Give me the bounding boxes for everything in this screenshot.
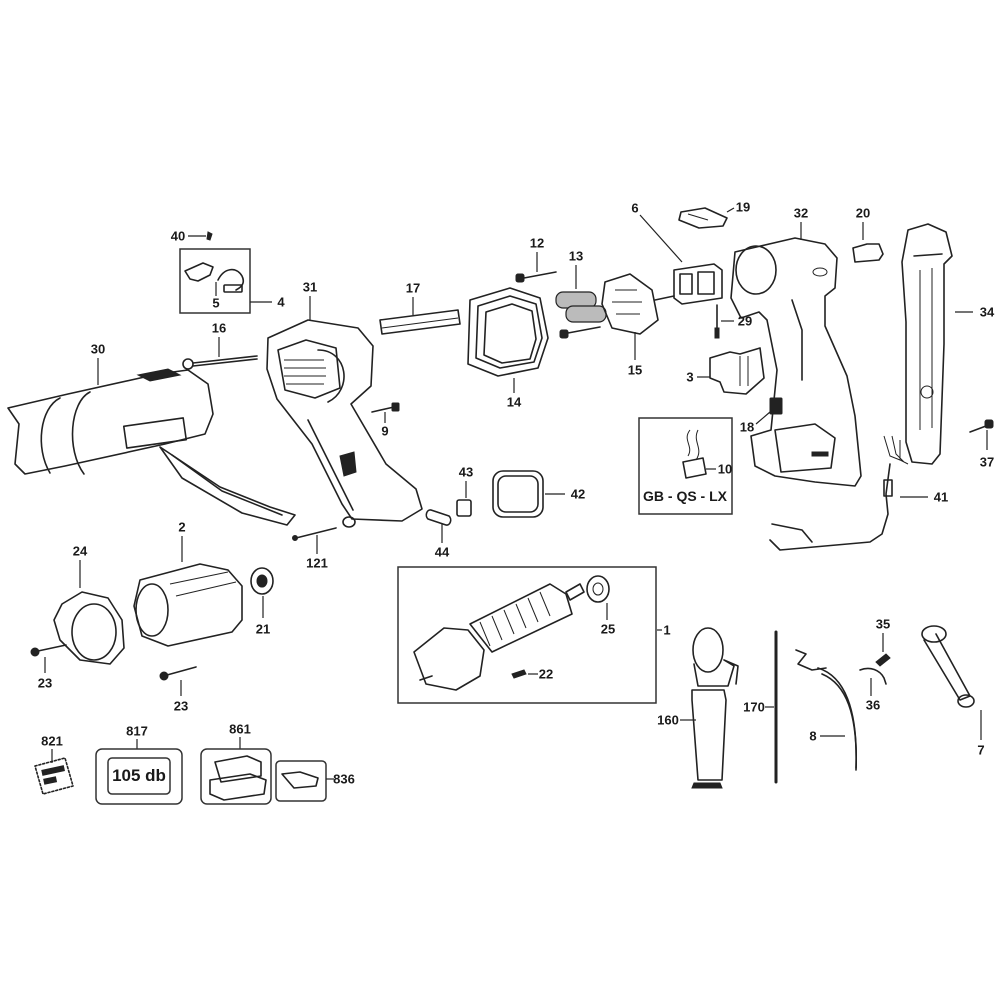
part-170-depth-rod: [765, 630, 778, 784]
part-30-gear-housing: [7, 358, 296, 526]
part-label-34: 34: [979, 304, 995, 320]
part-40-screw: [188, 231, 213, 241]
part-label-821: 821: [41, 733, 63, 749]
part-1-armature-kit: [397, 566, 662, 704]
part-21-bearing: [250, 567, 274, 618]
part-43-block: [456, 481, 472, 517]
part-label-42: 42: [570, 486, 586, 502]
part-label-5: 5: [212, 295, 220, 311]
part-label-8: 8: [809, 728, 817, 744]
part-23-screw-right: [159, 666, 197, 696]
part-861-carry-case: [200, 737, 272, 805]
part-label-9: 9: [381, 423, 389, 439]
part-label-121: 121: [306, 555, 328, 571]
part-2-stator: [133, 536, 243, 647]
part-label-31: 31: [302, 279, 318, 295]
part-17-rail: [379, 297, 461, 335]
part-label-12: 12: [529, 235, 545, 251]
part-label-7: 7: [977, 742, 985, 758]
part-12-screw-lower: [559, 326, 601, 339]
part-10-carbon-brush-kit: [638, 417, 733, 515]
part-34-handle-cover: [901, 223, 973, 465]
part-label-15: 15: [627, 362, 643, 378]
part-20-button: [852, 222, 884, 263]
part-label-41: 41: [933, 489, 949, 505]
part-41-cable: [769, 435, 928, 551]
part-label-19: 19: [735, 199, 751, 215]
part-19-clip: [678, 207, 735, 229]
part-14-boot: [467, 287, 549, 393]
part-42-gasket: [492, 470, 565, 518]
part-13-springs: [555, 265, 607, 323]
part-8-power-cord: [795, 649, 857, 771]
part-label-10: 10: [717, 461, 733, 477]
part-12-screw: [515, 252, 557, 283]
part-label-4: 4: [277, 294, 285, 310]
part-label-37: 37: [979, 454, 995, 470]
part-label-861: 861: [229, 721, 251, 737]
part-label-20: 20: [855, 205, 871, 221]
part-label-23: 23: [173, 698, 189, 714]
part-label-2: 2: [178, 519, 186, 535]
part-label-14: 14: [506, 394, 522, 410]
part-label-23: 23: [37, 675, 53, 691]
part-23-screw-left: [30, 644, 67, 673]
noise-level-text: 105 db: [112, 766, 166, 785]
part-29-pin: [714, 304, 734, 339]
part-821-label: [34, 749, 74, 795]
part-24-fan-baffle: [53, 560, 125, 665]
part-4-switch-wire-kit: [179, 248, 272, 314]
part-label-36: 36: [865, 697, 881, 713]
part-32-handle-housing: [730, 222, 862, 487]
part-36-cord-clamp: [859, 667, 887, 696]
part-label-40: 40: [170, 228, 186, 244]
part-label-21: 21: [255, 621, 271, 637]
part-35-screw: [875, 633, 891, 667]
part-6-switch-housing: [639, 214, 723, 305]
part-label-3: 3: [686, 369, 694, 385]
part-15-brush-holder: [601, 273, 675, 360]
part-label-43: 43: [458, 464, 474, 480]
part-label-29: 29: [737, 313, 753, 329]
part-label-13: 13: [568, 248, 584, 264]
part-label-44: 44: [434, 544, 450, 560]
part-label-22: 22: [538, 666, 554, 682]
part-9-screw: [371, 402, 400, 423]
part-3-trigger-switch: [697, 347, 765, 395]
part-label-6: 6: [631, 200, 639, 216]
part-31-motor-housing: [266, 296, 423, 528]
part-label-30: 30: [90, 341, 106, 357]
part-label-25: 25: [600, 621, 616, 637]
part-label-35: 35: [875, 616, 891, 632]
part-37-screw: [969, 419, 994, 450]
part-7-cord-guard: [921, 625, 982, 740]
part-label-1: 1: [663, 622, 671, 638]
part-18-block: [755, 397, 783, 425]
part-817-noise-label: [95, 739, 183, 805]
part-16-long-screw: [182, 337, 258, 370]
part-label-18: 18: [739, 419, 755, 435]
part-label-16: 16: [211, 320, 227, 336]
part-label-17: 17: [405, 280, 421, 296]
part-label-836: 836: [333, 771, 355, 787]
part-836-belt-clip: [275, 760, 334, 802]
part-label-24: 24: [72, 543, 88, 559]
brush-region-text: GB - QS - LX: [643, 488, 727, 504]
part-label-32: 32: [793, 205, 809, 221]
part-label-160: 160: [657, 712, 679, 728]
part-44-pin: [425, 509, 452, 543]
part-label-817: 817: [126, 723, 148, 739]
part-121-screw: [292, 527, 337, 554]
part-label-170: 170: [743, 699, 765, 715]
part-160-side-handle: [680, 627, 739, 789]
